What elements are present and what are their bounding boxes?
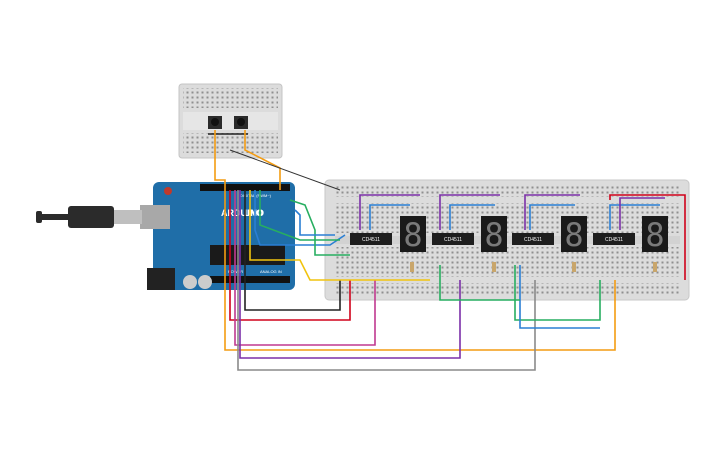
- digital-header: [200, 184, 290, 191]
- display-digit: 8: [645, 216, 664, 254]
- push-button-icon[interactable]: [208, 116, 222, 129]
- reset-button: [164, 187, 172, 195]
- resistor-icon: [653, 262, 657, 272]
- display-digit: 8: [403, 216, 422, 254]
- chip-label: CD4511: [605, 237, 623, 243]
- chip-label: CD4511: [524, 237, 542, 243]
- chip-3: CD4511: [512, 233, 554, 245]
- small-breadboard: [178, 83, 283, 159]
- display-digit: 8: [564, 216, 583, 254]
- chip-label: CD4511: [444, 237, 462, 243]
- wires: [214, 130, 686, 371]
- usb-port: [140, 205, 170, 229]
- chip-label: CD4511: [362, 237, 380, 243]
- seven-segment-display-icon: 8: [400, 216, 426, 254]
- seven-segment-display-icon: 8: [642, 216, 668, 254]
- chip-2: CD4511: [432, 233, 474, 245]
- arduino-uno-board: ARDUINO UNO DIGITAL (PWM~) POWER ANALOG …: [140, 182, 295, 290]
- resistor-icon: [410, 262, 414, 272]
- usb-cable-icon: [36, 206, 142, 228]
- resistor-icon: [572, 262, 576, 272]
- analog-header: [210, 276, 290, 283]
- resistors: [410, 262, 657, 272]
- board-model: UNO: [244, 208, 264, 218]
- chip-4: CD4511: [593, 233, 635, 245]
- resistor-icon: [492, 262, 496, 272]
- push-button-icon[interactable]: [234, 116, 248, 129]
- seven-segment-display-icon: 8: [561, 216, 587, 254]
- chip-1: CD4511: [350, 233, 392, 245]
- board-brand: ARDUINO: [221, 208, 263, 218]
- display-digit: 8: [484, 216, 503, 254]
- power-jack: [147, 268, 175, 290]
- header-analog-label: ANALOG IN: [260, 269, 282, 274]
- seven-segment-display-icon: 8: [481, 216, 507, 254]
- microcontroller-chip: [210, 245, 285, 265]
- header-digital-label: DIGITAL (PWM~): [240, 193, 272, 198]
